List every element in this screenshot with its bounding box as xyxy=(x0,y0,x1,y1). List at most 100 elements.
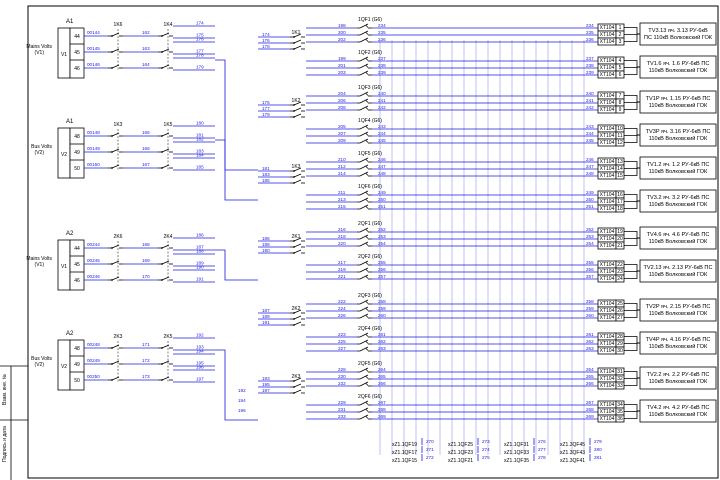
output-description: TV3.2 яч. 3.2 РУ-6кВ ПС xyxy=(647,195,710,201)
wire-number-220: 220 xyxy=(338,241,346,246)
bottom-ref-10: xZ1.3QF43 xyxy=(560,450,585,456)
wire-number-180: 180 xyxy=(196,121,204,126)
relay-contact-1K1-2-dot xyxy=(293,48,295,50)
relay-contact-1K2-2-blade xyxy=(293,113,302,118)
module-pin-block-3 xyxy=(69,339,85,391)
bottom-ref-1: xZ1.1QF17 xyxy=(392,450,417,456)
wire-number-251: 251 xyxy=(378,204,386,209)
output-connector xyxy=(624,377,640,386)
breaker-4-1-0-trip xyxy=(365,334,369,337)
contact-2K5-0-dot xyxy=(161,347,163,349)
wire-number-255: 255 xyxy=(378,260,386,265)
wire-number-202: 202 xyxy=(338,37,346,42)
wire-number-177: 177 xyxy=(196,49,204,54)
breaker-2-0-0-blade xyxy=(359,157,369,163)
contact-1K3-2-dot xyxy=(111,167,113,169)
relay-contact-1K1-0-blade xyxy=(293,33,302,38)
terminal-block-label: XT104 xyxy=(600,301,615,307)
breaker-label-1b: 1QF4 (G6) xyxy=(358,118,382,124)
module-pin-49: 49 xyxy=(74,150,80,156)
output-description-sub: 110кВ Волковский ГОК xyxy=(649,67,708,74)
wire-number-192: 192 xyxy=(238,388,246,393)
wire-number-248: 248 xyxy=(378,171,386,176)
wire-number-227: 227 xyxy=(338,346,346,351)
bus-run-2 xyxy=(215,249,258,281)
wire-number-end-255: 255 xyxy=(586,260,594,265)
breaker-5-1-2-blade xyxy=(359,414,369,420)
wire-number-200: 200 xyxy=(338,30,346,35)
relay-contact-2K3-1-dot xyxy=(293,386,295,388)
breaker-5-1-0-trip xyxy=(365,402,369,405)
breaker-label-2a: 1QF5 (G6) xyxy=(358,151,382,157)
breaker-3-0-2-trip xyxy=(365,243,369,246)
breaker-2-0-1-blade xyxy=(359,164,369,170)
wire-number-end-238: 238 xyxy=(586,63,594,68)
contact-1K3-1-dot xyxy=(111,151,113,153)
output-description-box xyxy=(639,259,717,283)
breaker-2-1-1-blade xyxy=(359,197,369,203)
bus-run-3 xyxy=(215,349,258,421)
output-description-box xyxy=(639,156,717,180)
relay-contact-1K1-1-blade xyxy=(293,39,302,44)
wire-number-00245: 00245 xyxy=(87,258,100,263)
breaker-1-0-0-blade xyxy=(359,91,369,97)
wire-number-176: 176 xyxy=(262,38,270,43)
bus-run-1 xyxy=(215,139,258,201)
contact-1K3-0-dot xyxy=(111,135,113,137)
terminal-block-label: XT104 xyxy=(600,341,615,347)
output-description-sub: 110кВ Волковский ГОК xyxy=(649,411,708,418)
wire-number-238: 238 xyxy=(378,63,386,68)
wire-number-194: 194 xyxy=(196,349,204,354)
output-connector xyxy=(624,200,640,209)
breaker-1-1-2-blade xyxy=(359,138,369,144)
breaker-5-0-1-trip xyxy=(365,376,369,379)
output-description: TV2.2 яч. 2.2 РУ-6кВ ПС xyxy=(647,372,710,378)
bottom-ref-8: xZ1.1QF35 xyxy=(504,458,529,464)
wire-number-253: 253 xyxy=(378,234,386,239)
wire-number-195: 195 xyxy=(196,361,204,366)
wire-number-end-241: 241 xyxy=(586,98,594,103)
wire-number-173: 173 xyxy=(142,374,150,379)
module-ref-1: A1 xyxy=(66,119,74,125)
relay-contact-1K1-2-blade xyxy=(293,45,302,50)
output-connector xyxy=(624,60,640,68)
side-label-signature: Подпись и дата xyxy=(2,426,8,462)
breaker-3-0-2-blade xyxy=(359,241,369,247)
module-label-1: Bus Volts xyxy=(31,144,52,150)
output-description: TV1.2 яч. 1.2 РУ-6кВ ПС xyxy=(647,162,710,168)
wire-number-162: 162 xyxy=(142,30,150,35)
breaker-4-1-1-trip xyxy=(365,341,369,344)
wire-number-225: 225 xyxy=(338,339,346,344)
contact-1K6-1-dot xyxy=(111,51,113,53)
wire-number-229: 229 xyxy=(338,400,346,405)
wire-number-196: 196 xyxy=(238,408,246,413)
wire-number-00144: 00144 xyxy=(87,30,100,35)
contact-2K5-1-blade xyxy=(161,360,170,365)
terminal-number-20: 20 xyxy=(617,236,623,242)
module-pin-49: 49 xyxy=(74,362,80,368)
output-connector xyxy=(624,264,640,272)
wire-number-167: 167 xyxy=(142,162,150,167)
wire-number-175: 175 xyxy=(262,100,270,105)
wire-number-197: 197 xyxy=(196,377,204,382)
terminal-number-1: 1 xyxy=(619,25,622,31)
breaker-1-1-0-blade xyxy=(359,124,369,130)
wire-number-end-259: 259 xyxy=(586,306,594,311)
breaker-0-1-0-trip xyxy=(365,58,369,61)
sheet-frame xyxy=(27,5,719,479)
wire-number-172: 172 xyxy=(142,358,150,363)
bottom-ref-9: xZ1.3QF45 xyxy=(560,442,585,448)
breaker-label-0a: 1QF1 (G6) xyxy=(358,17,382,23)
relay-label-2K1: 2K1 xyxy=(292,234,301,240)
relay-contact-1K2-0-blade xyxy=(293,101,302,106)
wire-number-193: 193 xyxy=(262,376,270,381)
module-label-sub-3: (V2) xyxy=(35,362,45,368)
breaker-5-1-0-blade xyxy=(359,400,369,406)
relay-contact-2K2-0-dot xyxy=(293,312,295,314)
wire-number-215: 215 xyxy=(338,204,346,209)
wire-number-263: 263 xyxy=(378,346,386,351)
wire-number-231: 231 xyxy=(338,407,346,412)
breaker-2-0-2-blade xyxy=(359,171,369,177)
relay-contact-2K3-2-blade xyxy=(293,389,302,394)
wire-number-217: 217 xyxy=(338,260,346,265)
